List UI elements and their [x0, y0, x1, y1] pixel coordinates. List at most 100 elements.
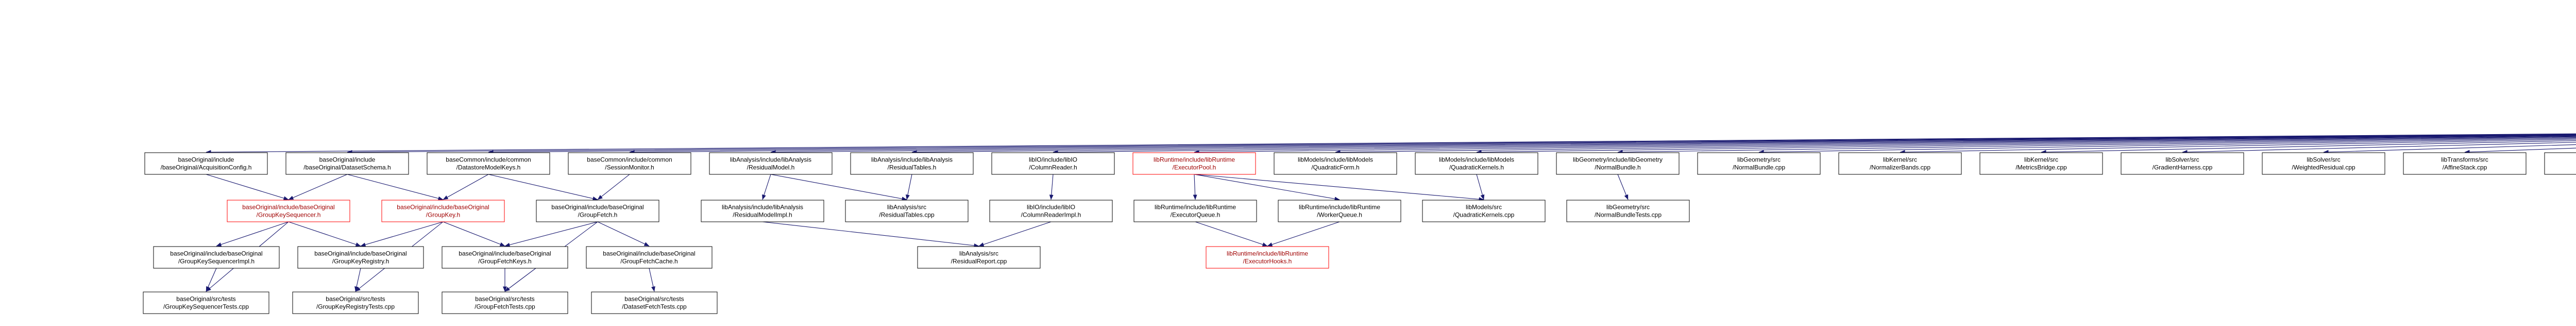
- graph-node-label: baseOriginal/include/baseOriginal/GroupF…: [459, 250, 551, 265]
- graph-node-r4_5[interactable]: libAnalysis/include/libAnalysis/Residual…: [850, 152, 974, 175]
- graph-node-label: libModels/src/QuadraticKernels.cpp: [1453, 204, 1515, 219]
- graph-node-label: baseOriginal/include/baseOriginal/GroupK…: [170, 250, 262, 265]
- graph-edge: [1049, 174, 1054, 200]
- graph-edge: [504, 221, 598, 247]
- graph-node-label: libModels/include/libModels/QuadraticKer…: [1439, 156, 1514, 171]
- graph-node-r4_8[interactable]: libModels/include/libModels/QuadraticFor…: [1274, 152, 1397, 175]
- graph-edge: [649, 268, 655, 292]
- graph-node-box: [989, 200, 1113, 222]
- graph-edge: [1194, 174, 1484, 202]
- graph-node-label: libAnalysis/src/ResidualTables.cpp: [879, 204, 935, 219]
- graph-node-label: baseOriginal/include/baseOriginal/GroupK…: [242, 204, 334, 219]
- graph-node-r5_1[interactable]: baseOriginal/include/baseOriginal/GroupK…: [381, 200, 505, 222]
- graph-node-r6_1[interactable]: baseOriginal/include/baseOriginal/GroupK…: [297, 246, 424, 269]
- graph-node-box: [568, 152, 691, 175]
- graph-edge: [762, 221, 979, 248]
- graph-node-r7_2[interactable]: baseOriginal/src/tests/GroupFetchTests.c…: [442, 291, 568, 314]
- graph-node-label: libAnalysis/include/libAnalysis/Residual…: [730, 156, 811, 171]
- graph-node-box: [2544, 152, 2576, 175]
- graph-node-label: libSolver/src/WeightedResidual.cpp: [2292, 156, 2355, 171]
- graph-node-label: libKernel/src/MetricsBridge.cpp: [2015, 156, 2067, 171]
- graph-edge: [1476, 136, 2576, 154]
- graph-node-box: [1697, 152, 1821, 175]
- graph-node-box: [1415, 152, 1538, 175]
- graph-node-r5_0[interactable]: baseOriginal/include/baseOriginal/GroupK…: [227, 200, 350, 222]
- graph-node-label: baseOriginal/src/tests/DatasetFetchTests…: [622, 296, 687, 311]
- graph-node-box: [1132, 152, 1256, 175]
- graph-node-r6_2[interactable]: baseOriginal/include/baseOriginal/GroupF…: [442, 246, 568, 269]
- graph-edge: [629, 134, 2576, 154]
- graph-node-label: libRuntime/include/libRuntime/ExecutorPo…: [1154, 156, 1235, 171]
- graph-node-r6_5[interactable]: libRuntime/include/libRuntime/ExecutorHo…: [1206, 246, 1329, 269]
- graph-node-box: [991, 152, 1115, 175]
- graph-node-label: baseCommon/include/common/SessionMonitor…: [587, 156, 672, 171]
- graph-node-r6_3[interactable]: baseOriginal/include/baseOriginal/GroupF…: [586, 246, 713, 269]
- graph-node-label: libRuntime/include/libRuntime/ExecutorQu…: [1155, 204, 1236, 219]
- graph-node-r4_14[interactable]: libSolver/src/GradientHarness.cpp: [2121, 152, 2244, 175]
- graph-node-r5_5[interactable]: libIO/include/libIO/ColumnReaderImpl.h: [989, 200, 1113, 222]
- graph-node-r7_1[interactable]: baseOriginal/src/tests/GroupKeyRegistryT…: [292, 291, 419, 314]
- graph-node-r4_11[interactable]: libGeometry/src/NormalBundle.cpp: [1697, 152, 1821, 175]
- graph-node-r4_4[interactable]: libAnalysis/include/libAnalysis/Residual…: [709, 152, 833, 175]
- graph-edge: [1476, 174, 1485, 200]
- graph-node-r5_7[interactable]: libRuntime/include/libRuntime/WorkerQueu…: [1278, 200, 1401, 222]
- graph-node-r4_16[interactable]: libTransforms/src/AffineStack.cpp: [2403, 152, 2527, 175]
- graph-edge: [443, 221, 505, 247]
- graph-node-box: [536, 200, 659, 222]
- graph-node-r4_17[interactable]: libTransforms/src/ProjectiveStack.cpp: [2544, 152, 2576, 175]
- graph-node-label: libIO/include/libIO/ColumnReader.h: [1029, 156, 1077, 171]
- graph-node-label: libIO/include/libIO/ColumnReaderImpl.h: [1021, 204, 1081, 219]
- graph-node-r6_4[interactable]: libAnalysis/src/ResidualReport.cpp: [917, 246, 1041, 269]
- graph-node-label: baseOriginal/include/baseOriginal/Acquis…: [161, 156, 252, 171]
- graph-edge: [206, 174, 289, 201]
- graph-node-box: [2262, 152, 2385, 175]
- graph-node-r7_3[interactable]: baseOriginal/src/tests/DatasetFetchTests…: [591, 291, 718, 314]
- graph-node-r4_7[interactable]: libRuntime/include/libRuntime/ExecutorPo…: [1132, 152, 1256, 175]
- graph-node-box: [709, 152, 833, 175]
- graph-edge: [1194, 135, 2576, 154]
- graph-edge: [911, 135, 2576, 154]
- graph-node-label: baseOriginal/src/tests/GroupKeyRegistryT…: [316, 296, 395, 311]
- graph-edge: [488, 174, 598, 201]
- graph-node-box: [227, 200, 350, 222]
- graph-node-box: [153, 246, 280, 269]
- graph-node-label: libKernel/src/NormalizerBands.cpp: [1870, 156, 1930, 171]
- graph-node-r5_4[interactable]: libAnalysis/src/ResidualTables.cpp: [845, 200, 969, 222]
- graph-node-box: [1206, 246, 1329, 269]
- graph-node-box: [845, 200, 969, 222]
- graph-node-box: [427, 152, 550, 175]
- graph-node-r4_9[interactable]: libModels/include/libModels/QuadraticKer…: [1415, 152, 1538, 175]
- graph-node-r4_6[interactable]: libIO/include/libIO/ColumnReader.h: [991, 152, 1115, 175]
- graph-node-box: [591, 291, 718, 314]
- graph-node-r4_12[interactable]: libKernel/src/NormalizerBands.cpp: [1838, 152, 1962, 175]
- graph-node-label: libAnalysis/src/ResidualReport.cpp: [951, 250, 1007, 265]
- graph-node-box: [2403, 152, 2527, 175]
- graph-node-r7_0[interactable]: baseOriginal/src/tests/GroupKeySequencer…: [143, 291, 269, 314]
- graph-edge: [488, 134, 2576, 154]
- graph-node-r5_8[interactable]: libModels/src/QuadraticKernels.cpp: [1422, 200, 1546, 222]
- graph-node-r4_2[interactable]: baseCommon/include/common/DatastoreModel…: [427, 152, 550, 175]
- graph-edge: [288, 221, 361, 247]
- graph-edge: [206, 133, 2576, 154]
- graph-node-r5_3[interactable]: libAnalysis/include/libAnalysis/Residual…: [701, 200, 824, 222]
- graph-node-r6_0[interactable]: baseOriginal/include/baseOriginal/GroupK…: [153, 246, 280, 269]
- graph-edge: [905, 174, 912, 200]
- graph-node-r4_3[interactable]: baseCommon/include/common/SessionMonitor…: [568, 152, 691, 175]
- graph-node-r4_10[interactable]: libGeometry/include/libGeometry/NormalBu…: [1556, 152, 1680, 175]
- graph-node-box: [285, 152, 409, 175]
- graph-node-r5_9[interactable]: libGeometry/src/NormalBundleTests.cpp: [1566, 200, 1690, 222]
- graph-node-r4_1[interactable]: baseOriginal/include/baseOriginal/Datase…: [285, 152, 409, 175]
- graph-edge: [1617, 174, 1629, 200]
- graph-node-r5_6[interactable]: libRuntime/include/libRuntime/ExecutorQu…: [1133, 200, 1257, 222]
- graph-node-box: [144, 152, 268, 175]
- graph-edge: [354, 268, 361, 292]
- graph-node-box: [1133, 200, 1257, 222]
- graph-node-r4_15[interactable]: libSolver/src/WeightedResidual.cpp: [2262, 152, 2385, 175]
- graph-edge: [2464, 148, 2576, 154]
- graph-node-box: [143, 291, 269, 314]
- graph-node-box: [1274, 152, 1397, 175]
- graph-node-r4_0[interactable]: baseOriginal/include/baseOriginal/Acquis…: [144, 152, 268, 175]
- graph-node-r5_2[interactable]: baseOriginal/include/baseOriginal/GroupF…: [536, 200, 659, 222]
- graph-node-r4_13[interactable]: libKernel/src/MetricsBridge.cpp: [1979, 152, 2103, 175]
